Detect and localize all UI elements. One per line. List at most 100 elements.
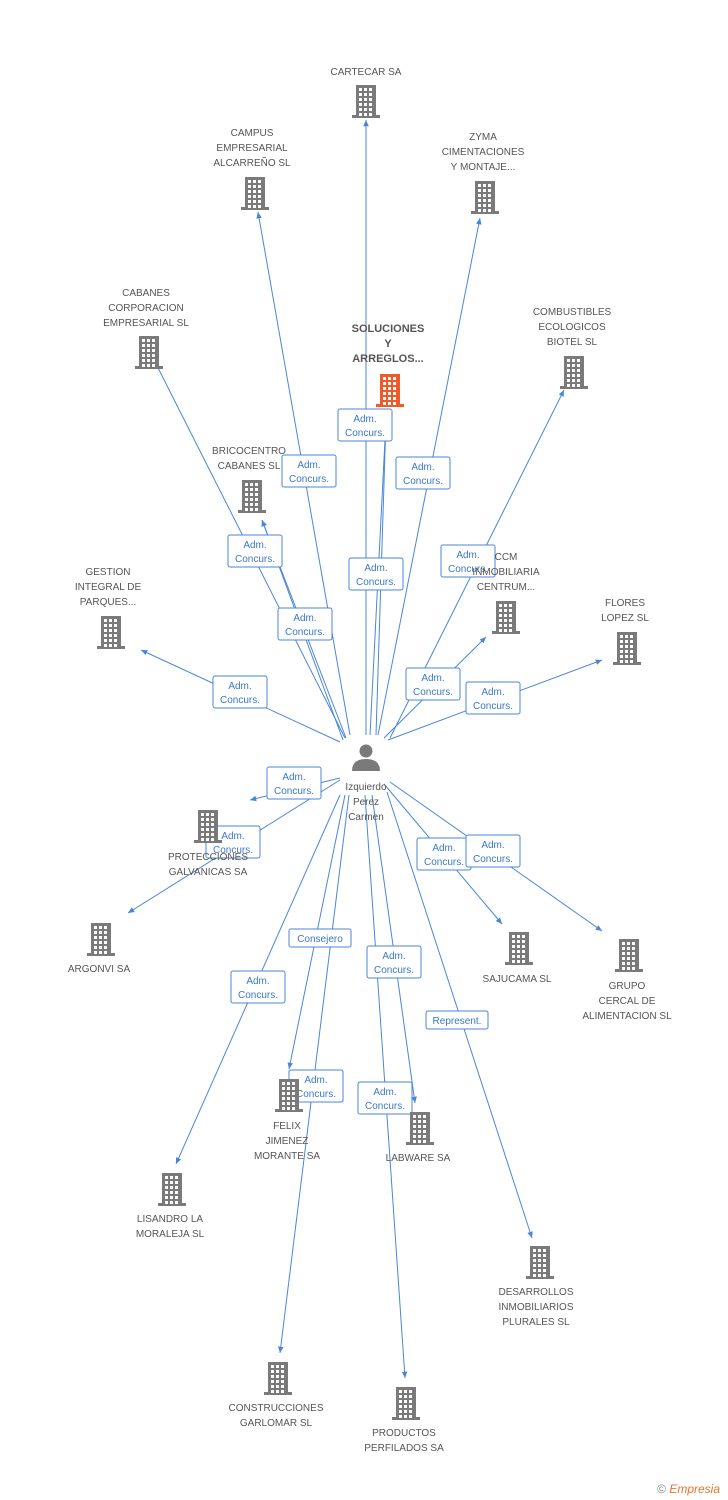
edge-label-text: Concurs.: [413, 687, 453, 698]
node-label: ALIMENTACION SL: [582, 1011, 672, 1022]
node-label: CARTECAR SA: [331, 67, 402, 78]
edge-label-protecciones[interactable]: Adm.Concurs.: [266, 766, 322, 800]
person-icon: [352, 744, 380, 771]
edge-label-text: Adm.: [411, 462, 434, 473]
node-soluciones[interactable]: SOLUCIONESYARREGLOS...: [352, 323, 425, 407]
edge-label-box: [281, 454, 337, 488]
edge-label-text: Concurs.: [424, 857, 464, 868]
edge-label-cartecar[interactable]: Adm.Concurs.: [337, 408, 393, 442]
edge-label-text: Adm.: [246, 976, 269, 987]
building-icon: [352, 85, 380, 118]
node-ccm[interactable]: CCMINMOBILIARIACENTRUM...: [472, 552, 540, 634]
edge-label-box: [337, 408, 393, 442]
node-label: Carmen: [348, 812, 384, 823]
edge-label-text: Concurs.: [296, 1089, 336, 1100]
node-label: CABANES: [122, 288, 170, 299]
edge-label-text: Adm.: [382, 951, 405, 962]
node-label: LISANDRO LA: [137, 1214, 203, 1225]
edge-label-felix[interactable]: Consejero: [288, 928, 352, 948]
node-label: INMOBILIARIOS: [498, 1302, 573, 1313]
node-label: GALVANICAS SA: [169, 867, 248, 878]
building-icon: [97, 616, 125, 649]
edge-label-desarrollos[interactable]: Represent.: [425, 1010, 489, 1030]
edge-label-bricocentro[interactable]: Adm.Concurs.: [277, 607, 333, 641]
edge-label-zyma[interactable]: Adm.Concurs.: [395, 456, 451, 490]
node-label: CORPORACION: [108, 303, 184, 314]
edge-label-lisandro[interactable]: Adm.Concurs.: [230, 970, 286, 1004]
edge-label-box: [465, 834, 521, 868]
edge-label-text: Represent.: [433, 1016, 482, 1027]
edge-labels-layer: Adm.Concurs.Adm.Concurs.Adm.Concurs.Adm.…: [205, 408, 521, 1115]
node-cartecar[interactable]: CARTECAR SA: [331, 67, 402, 118]
node-label: GRUPO: [609, 981, 646, 992]
node-label: SOLUCIONES: [352, 323, 425, 335]
building-icon: [87, 923, 115, 956]
node-label: PLURALES SL: [502, 1317, 570, 1328]
node-productos[interactable]: PRODUCTOS PERFILADOS SA: [364, 1387, 444, 1454]
building-icon: [471, 181, 499, 214]
node-argonvi[interactable]: ARGONVI SA: [68, 923, 131, 975]
node-label: LABWARE SA: [386, 1153, 451, 1164]
edge-label-text: Concurs.: [285, 627, 325, 638]
node-label: CIMENTACIONES: [442, 147, 525, 158]
edge-label-sajucama[interactable]: Adm.Concurs.: [416, 837, 472, 871]
node-label: ALCARREÑO SL: [213, 156, 291, 169]
edge-label-cabanes[interactable]: Adm.Concurs.: [227, 534, 283, 568]
edge-label-text: Consejero: [297, 934, 343, 945]
node-label: EMPRESARIAL: [216, 143, 288, 154]
copyright-icon: ©: [657, 1482, 666, 1496]
edge-label-box: [357, 1081, 413, 1115]
edge-label-soluciones[interactable]: Adm.Concurs.: [348, 557, 404, 591]
node-label: PERFILADOS SA: [364, 1443, 444, 1454]
node-label: Y: [384, 338, 392, 350]
edge-label-box: [227, 534, 283, 568]
edge-label-productos[interactable]: Adm.Concurs.: [357, 1081, 413, 1115]
edge-label-labware[interactable]: Adm.Concurs.: [366, 945, 422, 979]
edge-label-text: Adm.: [456, 550, 479, 561]
edge-label-text: Adm.: [304, 1075, 327, 1086]
node-sajucama[interactable]: SAJUCAMA SL: [483, 932, 552, 985]
node-label: MORANTE SA: [254, 1151, 320, 1162]
edge-label-box: [212, 675, 268, 709]
edge-label-text: Concurs.: [473, 854, 513, 865]
building-icon: [275, 1079, 303, 1112]
node-label: PRODUCTOS: [372, 1428, 436, 1439]
edge-label-text: Adm.: [373, 1087, 396, 1098]
edge-label-box: [465, 681, 521, 715]
edge-label-ccm[interactable]: Adm.Concurs.: [405, 667, 461, 701]
node-labware[interactable]: LABWARE SA: [386, 1112, 451, 1164]
edge-label-box: [288, 928, 352, 948]
brand-logo[interactable]: Empresia: [669, 1482, 720, 1496]
edge-label-grupo[interactable]: Adm.Concurs.: [465, 834, 521, 868]
node-label: GESTION: [85, 567, 130, 578]
node-label: CABANES SL: [218, 461, 281, 472]
edge-label-text: Concurs.: [213, 845, 253, 856]
edge-label-box: [348, 557, 404, 591]
edge-label-box: [230, 970, 286, 1004]
edge-label-text: Adm.: [282, 772, 305, 783]
edge-label-gestion[interactable]: Adm.Concurs.: [212, 675, 268, 709]
edge-label-campus[interactable]: Adm.Concurs.: [281, 454, 337, 488]
node-label: JIMENEZ: [266, 1136, 309, 1147]
node-label: SAJUCAMA SL: [483, 974, 552, 985]
edge-label-combustibles[interactable]: Adm.Concurs.: [440, 544, 496, 578]
building-icon: [376, 374, 404, 407]
building-icon: [406, 1112, 434, 1145]
node-label: PARQUES...: [80, 597, 137, 608]
edge-label-flores[interactable]: Adm.Concurs.: [465, 681, 521, 715]
